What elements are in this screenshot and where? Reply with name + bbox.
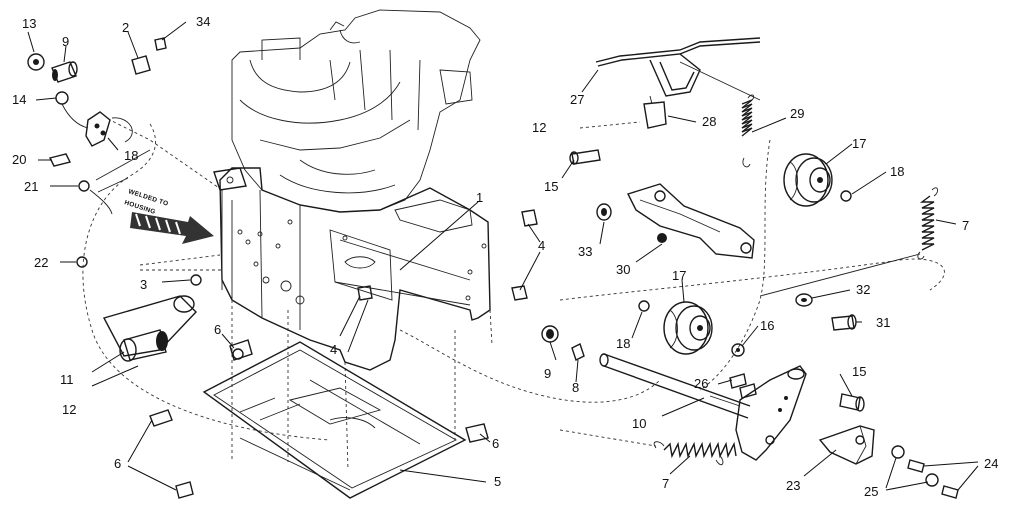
part-11-shaft bbox=[102, 295, 197, 362]
callout-12-right: 12 bbox=[532, 120, 546, 135]
part-6-bolt-right bbox=[465, 423, 489, 443]
part-34-bolt bbox=[154, 37, 167, 51]
part-14-ring bbox=[55, 91, 69, 105]
callout-34: 34 bbox=[196, 14, 210, 29]
callout-10: 10 bbox=[632, 416, 646, 431]
part-31-bolt bbox=[831, 314, 857, 331]
callout-6-right: 6 bbox=[492, 436, 499, 451]
part-28-bracket bbox=[643, 95, 667, 129]
callout-5: 5 bbox=[494, 474, 501, 489]
part-18-bracket bbox=[61, 103, 133, 147]
callout-16: 16 bbox=[760, 318, 774, 333]
callout-18-right: 18 bbox=[890, 164, 904, 179]
callout-28: 28 bbox=[702, 114, 716, 129]
part-6-bolt-upper bbox=[229, 339, 253, 361]
part-25-washers bbox=[891, 445, 939, 487]
callout-1: 1 bbox=[476, 190, 483, 205]
callout-9-left: 9 bbox=[62, 34, 69, 49]
callout-17-upper: 17 bbox=[852, 136, 866, 151]
part-9-bushing-left bbox=[51, 61, 78, 83]
callout-32: 32 bbox=[856, 282, 870, 297]
callout-6-upper: 6 bbox=[214, 322, 221, 337]
part-17-pulley-upper bbox=[783, 153, 833, 207]
welded-arrow: WELDED TO HOUSING bbox=[89, 149, 214, 244]
part-7-spring-upper bbox=[759, 187, 939, 297]
callout-3: 3 bbox=[140, 277, 147, 292]
part-9-bushing-right bbox=[541, 325, 559, 343]
part-26-bolts bbox=[729, 373, 757, 399]
part-22-nut bbox=[76, 256, 88, 268]
part-8-clip bbox=[571, 343, 585, 361]
callout-7-right: 7 bbox=[962, 218, 969, 233]
part-12-pin-right bbox=[579, 121, 641, 129]
part-15-bolt-upper bbox=[569, 149, 601, 165]
frame-housing bbox=[109, 119, 493, 471]
engine-outline bbox=[231, 9, 481, 213]
callout-22: 22 bbox=[34, 255, 48, 270]
callout-33: 33 bbox=[578, 244, 592, 259]
callout-15-lower: 15 bbox=[852, 364, 866, 379]
callout-6-left: 6 bbox=[114, 456, 121, 471]
leader-lines bbox=[27, 21, 979, 491]
callout-4-right: 4 bbox=[538, 238, 545, 253]
callout-17-lower: 17 bbox=[672, 268, 686, 283]
part-2-bolt bbox=[131, 55, 151, 75]
callout-29: 29 bbox=[790, 106, 804, 121]
callout-12-left: 12 bbox=[62, 402, 76, 417]
part-7-spring-lower bbox=[559, 429, 737, 466]
part-4-bolt-frame bbox=[357, 285, 373, 301]
bottom-plate bbox=[202, 341, 467, 499]
callout-4-center: 4 bbox=[330, 342, 337, 357]
part-30-idler-bracket bbox=[627, 183, 755, 259]
part-6-bolt-bottom bbox=[175, 481, 194, 499]
cable-route-spring bbox=[699, 139, 771, 391]
callout-18-left: 18 bbox=[124, 148, 138, 163]
part-17-pulley-lower bbox=[663, 301, 713, 355]
part-32-washer bbox=[795, 293, 813, 307]
part-33-spacer bbox=[596, 203, 612, 221]
part-27-control-rod bbox=[595, 37, 761, 101]
part-3-nut bbox=[190, 274, 202, 286]
part-18-nut-lower bbox=[638, 300, 650, 312]
callout-27: 27 bbox=[570, 92, 584, 107]
part-23-bracket bbox=[818, 425, 875, 465]
callout-18-lower: 18 bbox=[616, 336, 630, 351]
part-18-nut-right bbox=[840, 190, 852, 202]
part-6-bolt-left bbox=[149, 409, 173, 427]
callout-11: 11 bbox=[60, 372, 74, 387]
part-21-nut bbox=[78, 180, 90, 192]
part-24-screws bbox=[907, 459, 959, 499]
callout-7-lower: 7 bbox=[662, 476, 669, 491]
cable-route-left bbox=[82, 123, 331, 441]
callout-14: 14 bbox=[12, 92, 26, 107]
part-29-spring bbox=[741, 94, 755, 168]
callout-20: 20 bbox=[12, 152, 26, 167]
callout-labels: 13 9 2 34 14 18 20 21 22 3 1 4 4 6 11 12… bbox=[12, 14, 998, 499]
callout-21: 21 bbox=[24, 179, 38, 194]
part-4-bolt-upper bbox=[521, 209, 538, 227]
callout-15-upper: 15 bbox=[544, 179, 558, 194]
callout-13: 13 bbox=[22, 16, 36, 31]
callout-23: 23 bbox=[786, 478, 800, 493]
part-4-bolt-lower bbox=[511, 285, 528, 301]
part-10-shaft bbox=[599, 353, 807, 461]
callout-9-right: 9 bbox=[544, 366, 551, 381]
cable-route-right bbox=[559, 258, 945, 301]
callout-30: 30 bbox=[616, 262, 630, 277]
part-13-cap bbox=[27, 53, 45, 71]
part-15-bolt-lower bbox=[839, 393, 865, 412]
callout-8: 8 bbox=[572, 380, 579, 395]
callout-25: 25 bbox=[864, 484, 878, 499]
callout-26: 26 bbox=[694, 376, 708, 391]
part-16-washer bbox=[731, 343, 745, 357]
callout-24: 24 bbox=[984, 456, 998, 471]
callout-2: 2 bbox=[122, 20, 129, 35]
callout-31: 31 bbox=[876, 315, 890, 330]
